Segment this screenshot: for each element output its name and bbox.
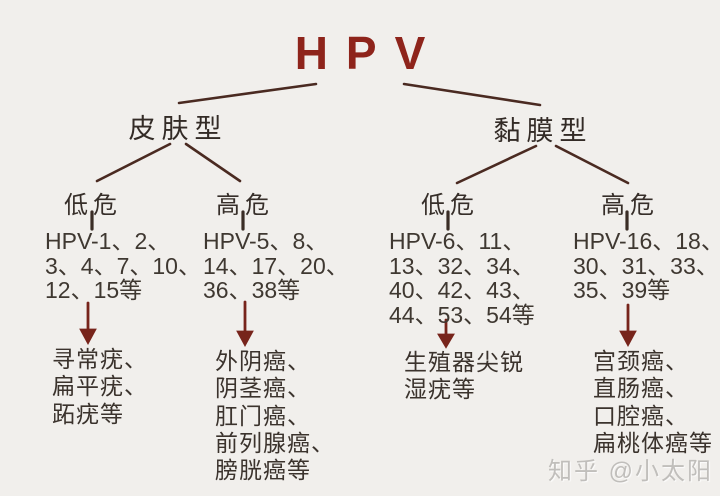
edge-skin-to-highrisk — [184, 142, 242, 183]
types-line: 30、31、33、 — [573, 252, 719, 279]
disease-item: 跖疣等 — [52, 400, 124, 427]
types-mucosa-low: HPV-6、11、 13、32、34、 40、42、43、 44、53、54等 — [389, 229, 535, 327]
diseases-skin-high: 外阴癌、 阴茎癌、 肛门癌、 前列腺癌、 膀胱癌等 — [215, 348, 335, 484]
diseases-mucosa-low: 生殖器尖锐 湿疣等 — [404, 349, 524, 404]
arrow-head-mucosa-high — [619, 330, 637, 347]
disease-item: 前列腺癌、 — [215, 429, 335, 456]
arrow-head-skin-high — [236, 330, 254, 347]
edge-mucosa-to-lowrisk — [455, 144, 538, 185]
edge-root-to-mucosa — [402, 82, 542, 107]
types-skin-low: HPV-1、2、 3、4、7、10、 12、15等 — [45, 229, 201, 303]
types-line: 40、42、43、 — [389, 277, 535, 303]
disease-item: 直肠癌、 — [593, 375, 689, 402]
disease-item: 口腔癌、 — [593, 402, 689, 429]
disease-item: 膀胱癌等 — [215, 457, 311, 484]
watermark: 知乎 @小太阳 — [548, 458, 714, 485]
disease-item: 肛门癌、 — [215, 402, 311, 429]
arrow-head-skin-low — [79, 328, 97, 345]
disease-item: 扁平疣、 — [52, 373, 148, 400]
types-mucosa-high: HPV-16、18、 30、31、33、 35、39等 — [573, 229, 720, 303]
disease-item: 外阴癌、 — [215, 348, 311, 374]
risk-label-mucosa-low: 低危 — [421, 192, 479, 219]
diseases-mucosa-high: 宫颈癌、 直肠癌、 口腔癌、 扁桃体癌等 — [593, 348, 713, 457]
types-line: HPV-6、11、 — [389, 228, 526, 254]
types-skin-high: HPV-5、8、 14、17、20、 36、38等 — [203, 229, 349, 303]
types-line: 36、38等 — [203, 277, 301, 303]
arrow-head-mucosa-low — [437, 333, 455, 349]
types-line: 44、53、54等 — [389, 301, 535, 328]
diseases-skin-low: 寻常疣、 扁平疣、 跖疣等 — [52, 346, 148, 428]
disease-item: 生殖器尖锐 — [404, 349, 524, 375]
types-line: HPV-5、8、 — [203, 228, 329, 254]
risk-label-skin-low: 低危 — [64, 192, 122, 219]
types-line: 12、15等 — [45, 277, 143, 303]
disease-item: 湿疣等 — [404, 376, 476, 403]
types-line: 35、39等 — [573, 277, 671, 303]
types-line: HPV-1、2、 — [45, 228, 171, 254]
disease-item: 寻常疣、 — [52, 346, 148, 372]
branch-label-mucosa: 黏膜型 — [493, 116, 593, 146]
edge-mucosa-to-highrisk — [554, 144, 630, 185]
types-line: HPV-16、18、 — [573, 228, 720, 254]
branch-label-skin: 皮肤型 — [128, 114, 228, 144]
disease-item: 扁桃体癌等 — [593, 429, 713, 456]
diagram-title: HPV — [294, 27, 444, 79]
risk-label-mucosa-high: 高危 — [601, 192, 659, 219]
disease-item: 宫颈癌、 — [593, 348, 689, 374]
edge-root-to-skin — [177, 82, 318, 105]
types-line: 3、4、7、10、 — [45, 252, 201, 279]
edge-skin-to-lowrisk — [95, 142, 172, 183]
types-line: 13、32、34、 — [389, 252, 535, 279]
risk-label-skin-high: 高危 — [216, 192, 274, 219]
disease-item: 阴茎癌、 — [215, 375, 311, 402]
types-line: 14、17、20、 — [203, 252, 349, 279]
